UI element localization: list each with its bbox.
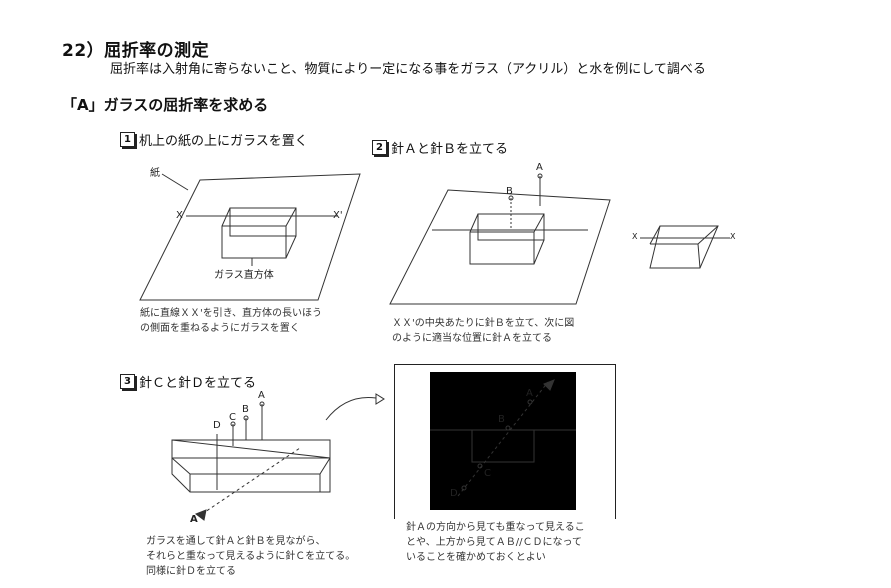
topview-frame (394, 364, 616, 519)
small-glass-edge-4 (697, 243, 701, 269)
label-pin-c-3: C (229, 412, 236, 423)
label-pin-a: A (536, 162, 543, 173)
paper-pointer (161, 173, 189, 191)
label-eye-3: A (190, 514, 198, 525)
topview-pin-b (505, 425, 511, 431)
topview-label-a: A (526, 388, 533, 399)
glass-box-edge-2 (285, 207, 297, 227)
eye-marker-3 (194, 509, 207, 521)
pin-a-head (537, 173, 543, 179)
topview-pin-d (461, 485, 467, 491)
label-x: X (176, 210, 183, 221)
step-3-caption: ガラスを通して針Ａと針Ｂを見ながら、 それらと重なって見えるように針Ｃを立てる。… (146, 536, 356, 577)
topview-label-d: D (450, 488, 458, 499)
step-3-number: 3 (120, 374, 135, 389)
step-2-title: 2 針Ａと針Ｂを立てる (372, 138, 508, 157)
step-3-title: 3 針Ｃと針Ｄを立てる (120, 372, 256, 391)
glass-block-outline (171, 439, 331, 493)
topview-label-b: B (498, 414, 505, 425)
label-x-prime: X' (333, 210, 343, 221)
topview-label-c: C (484, 468, 491, 479)
page-title: 22）屈折率の測定 (62, 41, 210, 61)
topview-pin-a (527, 399, 533, 405)
pin-c-3-head (230, 421, 236, 427)
pin-b-head (508, 195, 514, 201)
label-pin-a-3: A (258, 390, 265, 401)
paper-sheet (139, 173, 361, 301)
step-1-number: 1 (120, 132, 135, 147)
small-glass-edge-1 (649, 225, 661, 245)
label-pin-d-3: D (213, 420, 221, 431)
page-subtitle: 屈折率は入射角に寄らないこと、物質によりー定になる事をガラス（アクリル）と水を例… (110, 62, 706, 77)
label-pin-b-3: B (242, 404, 249, 415)
glass-box-2-edge-2 (533, 213, 545, 233)
step-1-title: 1 机上の紙の上にガラスを置く (120, 130, 308, 149)
glass-block-edge-4 (319, 457, 331, 475)
section-heading-a: 「A」ガラスの屈折率を求める (62, 96, 269, 114)
pin-b-3-head (243, 415, 249, 421)
label-small-x-left: X (632, 232, 638, 241)
step-1-caption: 紙に直線ＸＸ'を引き、直方体の長いほう の側面を重ねるようにガラスを置く (140, 308, 323, 334)
label-glass-box: ガラス直方体 (214, 270, 274, 281)
topview-paper (430, 372, 576, 510)
topview-pin-c (477, 463, 483, 469)
topview-ray (457, 381, 549, 497)
small-glass-edge-3 (697, 225, 719, 245)
curved-arrow (325, 396, 377, 421)
glass-block-edge-1 (171, 457, 191, 475)
topview-caption: 針Ａの方向から見ても重なって見えるこ とや、上方から見てＡＢ//ＣＤになって い… (406, 522, 585, 563)
step-1-title-text: 机上の紙の上にガラスを置く (139, 134, 308, 149)
curved-arrow-head (375, 393, 385, 405)
step-3-title-text: 針Ｃと針Ｄを立てる (139, 376, 257, 391)
step-2-title-text: 針Ａと針Ｂを立てる (391, 142, 509, 157)
label-paper: 紙 (150, 168, 160, 179)
step-2-caption: ＸＸ'の中央あたりに針Ｂを立て、次に図 のように適当な位置に針Ａを立てる (392, 318, 575, 344)
topview-eye-marker (543, 379, 555, 391)
topview-glass (471, 430, 535, 463)
label-pin-b: B (506, 186, 513, 197)
sight-line-3 (201, 447, 301, 515)
step-2-number: 2 (372, 140, 387, 155)
pin-a-3-head (259, 401, 265, 407)
label-small-x-right: X (730, 232, 736, 241)
paper-sheet-2 (389, 189, 611, 305)
